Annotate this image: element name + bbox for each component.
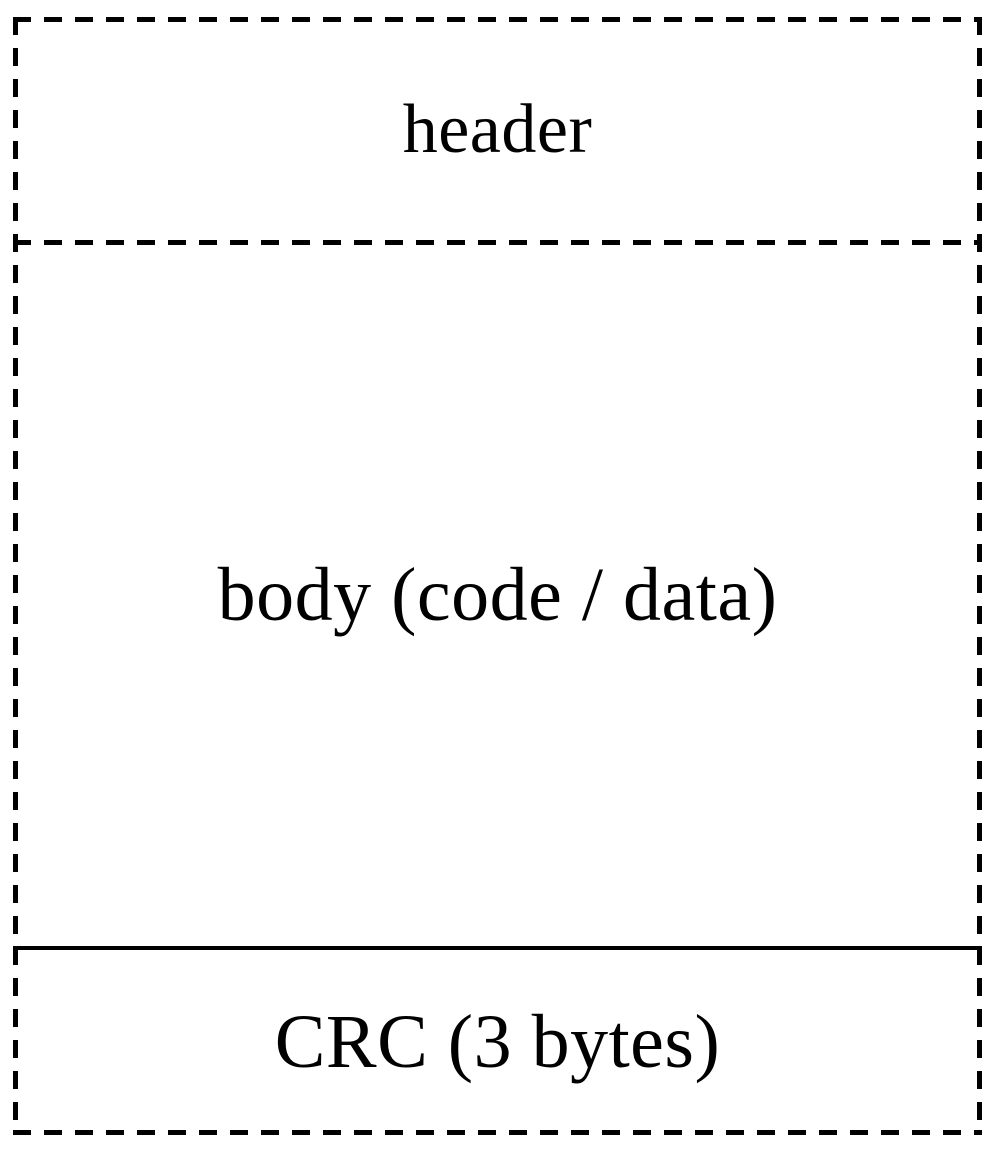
- frame-right-border: [977, 17, 982, 1135]
- section-body-label: body (code / data): [217, 553, 778, 637]
- section-header: header: [13, 17, 982, 242]
- section-crc: CRC (3 bytes): [13, 948, 982, 1135]
- packet-frame: header body (code / data) CRC (3 bytes): [13, 17, 982, 1135]
- section-body: body (code / data): [13, 242, 982, 948]
- section-header-label: header: [402, 90, 593, 168]
- section-crc-label: CRC (3 bytes): [274, 999, 721, 1084]
- frame-bottom-border: [13, 1130, 982, 1135]
- divider-header-body: [13, 240, 982, 245]
- frame-left-border: [13, 17, 18, 1135]
- frame-top-border: [13, 17, 982, 22]
- divider-body-crc: [13, 946, 982, 950]
